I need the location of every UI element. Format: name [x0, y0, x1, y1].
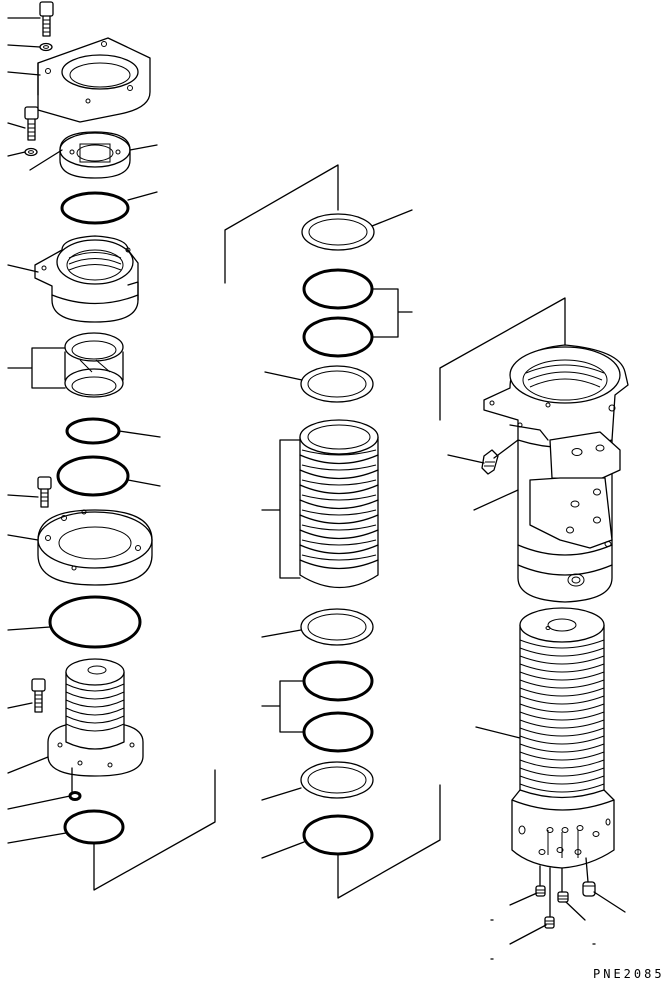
- leader-o-ring-m5: [261, 841, 305, 859]
- leader-o-ring-pair: [371, 288, 413, 338]
- middle-bottom-bracket-line: [337, 784, 441, 899]
- plug-3: [582, 881, 596, 897]
- plug-2: [557, 891, 569, 903]
- backup-ring-2: [300, 365, 374, 403]
- plug-4: [544, 916, 555, 929]
- o-ring-1: [60, 191, 130, 225]
- o-ring-5: [63, 809, 125, 845]
- cover-housing: [34, 235, 139, 323]
- flange-plate-top: [37, 37, 151, 123]
- o-ring-m4: [302, 711, 374, 753]
- leader-grease-fitting: [447, 454, 485, 464]
- o-ring-m1: [302, 268, 374, 310]
- bolt-fourth: [31, 678, 46, 713]
- leader-o-ring-pair-lower: [261, 680, 305, 733]
- leader-ring-3: [261, 629, 302, 638]
- bolt-top: [39, 1, 54, 37]
- leader-rotor-core: [475, 726, 521, 739]
- washer-second: [24, 147, 38, 157]
- rotor-shaft: [47, 658, 144, 777]
- right-plug-leader-lines: [490, 857, 626, 960]
- bolt-second: [24, 106, 39, 141]
- leader-swivel-body: [473, 489, 519, 511]
- leader-ring-4: [261, 787, 302, 801]
- o-ring-m2: [302, 316, 374, 358]
- o-ring-4: [48, 595, 142, 649]
- washer-top: [39, 42, 53, 52]
- leader-ring-2: [264, 371, 303, 381]
- backup-ring-4: [300, 761, 374, 799]
- flange-plate-middle: [37, 509, 153, 586]
- leader-ring-1: [371, 209, 413, 227]
- bolt-third: [37, 476, 52, 508]
- right-column-assembly: [439, 297, 629, 960]
- o-ring-m5: [302, 814, 374, 856]
- split-ring-pair: [64, 332, 124, 398]
- drawing-code: PNE2085: [593, 967, 664, 981]
- o-ring-m3: [302, 660, 374, 702]
- backup-ring-1: [301, 213, 375, 251]
- o-ring-3: [56, 455, 130, 497]
- middle-top-bracket-line: [224, 164, 339, 284]
- leader-ring-stack: [261, 439, 301, 579]
- left-column-assembly: [7, 1, 216, 891]
- backup-ring-3: [300, 608, 374, 646]
- o-ring-2: [65, 417, 121, 445]
- swivel-joint-body: [483, 344, 629, 603]
- left-leader-lines: [7, 17, 216, 891]
- seal-ring-stack: [299, 419, 379, 589]
- swivel-rotor-core: [511, 607, 615, 869]
- right-top-bracket-line: [439, 297, 566, 421]
- middle-column-assembly: [224, 164, 441, 899]
- retaining-plate: [59, 131, 131, 179]
- grease-fitting: [481, 439, 519, 475]
- plug-1: [535, 885, 546, 897]
- o-ring-small: [68, 791, 82, 801]
